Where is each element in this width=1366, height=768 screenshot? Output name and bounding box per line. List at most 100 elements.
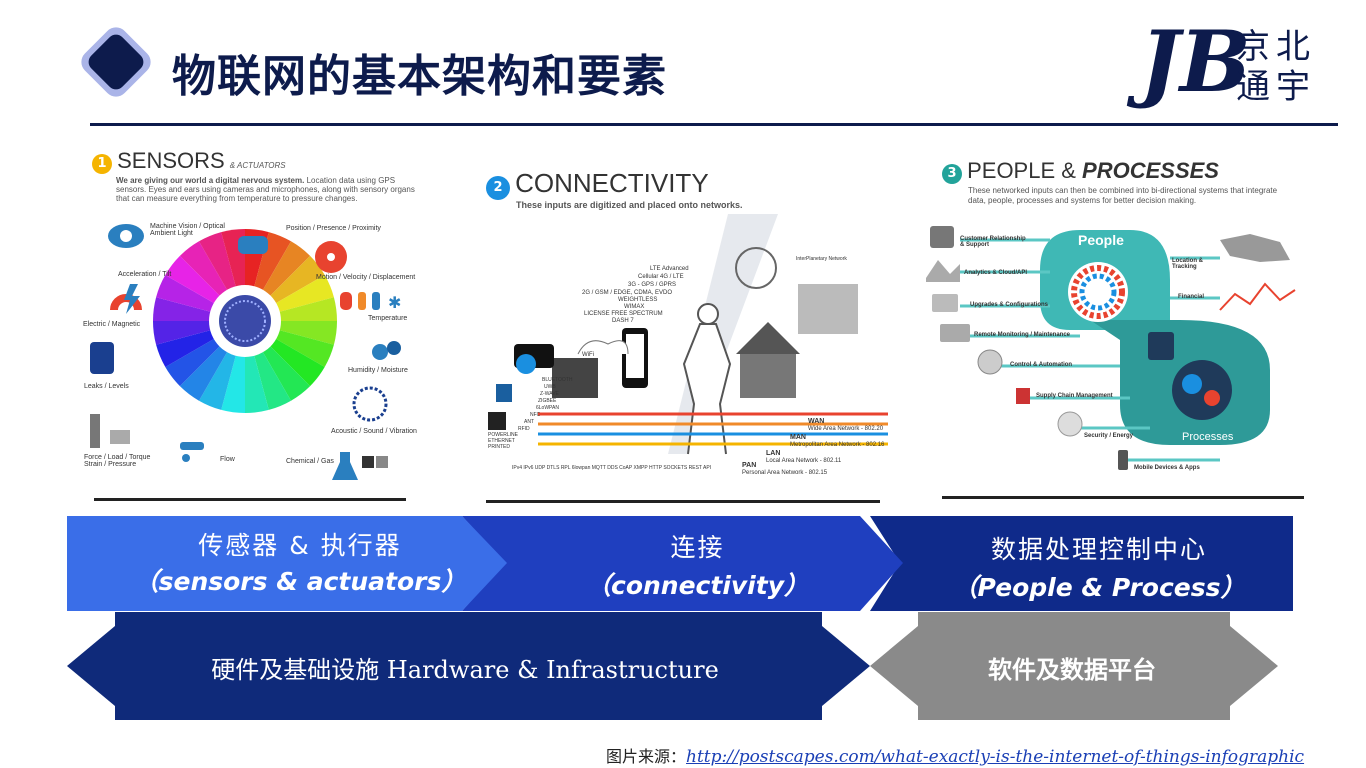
nfc-icon xyxy=(496,384,512,402)
chevron-sensors-cn: 传感器 & 执行器 xyxy=(198,531,402,560)
people-processes-illustration xyxy=(926,226,1296,470)
panel-number-1: 1 xyxy=(92,153,112,174)
label-mobile: Mobile Devices & Apps xyxy=(1134,465,1200,471)
brand-cn-bottom: 通宇 xyxy=(1236,67,1316,107)
people-processes-heading: 3 PEOPLE & PROCESSES xyxy=(942,158,1219,184)
sensors-description-text: Location data using GPS sensors. Eyes an… xyxy=(116,176,415,203)
sensor-core-icon xyxy=(219,295,271,347)
sensors-rule xyxy=(94,498,406,501)
connectivity-title: CONNECTIVITY xyxy=(515,168,709,198)
label-pan: PAN xyxy=(742,462,757,469)
label-upgrades: Upgrades & Configurations xyxy=(970,302,1049,308)
label-security: Security / Energy xyxy=(1084,433,1134,439)
label-position: Position / Presence / Proximity xyxy=(286,225,381,232)
label-man-desc: Metropolitan Area Network - 802.16 xyxy=(790,442,885,448)
brand-logo: JB 京北 通宇 xyxy=(1140,14,1320,110)
label-zwave: Z-WAVE xyxy=(540,391,559,397)
label-analytics: Analytics & Cloud/API xyxy=(964,270,1028,276)
label-acoustic: Acoustic / Sound / Vibration xyxy=(331,428,417,435)
brand-cn-top: 京北 xyxy=(1236,27,1316,67)
crate-icon xyxy=(1016,388,1030,404)
mobile-icon xyxy=(1118,450,1128,470)
tablet-icon xyxy=(1148,332,1174,360)
bluetooth-icon xyxy=(516,354,536,374)
label-3g: 3G - GPS / GPRS xyxy=(628,282,677,288)
eye-icon xyxy=(108,224,144,248)
qr-code-icon xyxy=(488,412,506,430)
label-acceleration: Acceleration / Tilt xyxy=(118,271,172,278)
label-cellular: Cellular 4G / LTE xyxy=(638,274,684,280)
flask-icon xyxy=(332,452,388,480)
sensors-description: We are giving our world a digital nervou… xyxy=(116,176,416,203)
label-man: MAN xyxy=(790,434,806,441)
label-lan: LAN xyxy=(766,450,781,457)
software-platform-label: 软件及数据平台 xyxy=(988,656,1156,684)
financial-chart-icon xyxy=(1219,282,1296,311)
panel-number-3: 3 xyxy=(942,163,962,184)
house-icon xyxy=(736,322,800,354)
fan-icon xyxy=(315,241,347,273)
label-crm: Customer Relationship & Support xyxy=(960,236,1026,248)
panel-number-2: 2 xyxy=(486,175,510,200)
label-supply-chain: Supply Chain Management xyxy=(1036,393,1113,399)
connectivity-rule xyxy=(486,500,880,503)
label-wimax: WIMAX xyxy=(624,304,645,310)
analytics-icon xyxy=(926,260,960,282)
connectivity-description: These inputs are digitized and placed on… xyxy=(516,200,743,210)
loop-label-people: People xyxy=(1078,232,1124,248)
people-title: PEOPLE & xyxy=(967,158,1083,183)
sensors-description-bold: We are giving our world a digital nervou… xyxy=(116,176,305,185)
label-rfid: RFID xyxy=(518,426,530,432)
chevron-connectivity-en: （connectivity） xyxy=(586,571,809,600)
sensor-color-wheel xyxy=(152,228,338,414)
label-chemical: Chemical / Gas xyxy=(286,458,334,465)
sensors-heading: 1 SENSORS & ACTUATORS xyxy=(92,148,286,174)
truck-icon xyxy=(940,324,970,342)
svg-text:✱: ✱ xyxy=(388,293,401,312)
label-remote-monitoring: Remote Monitoring / Maintenance xyxy=(974,332,1071,338)
label-humidity: Humidity / Moisture xyxy=(348,367,408,374)
tank-icon xyxy=(90,342,114,374)
loop-label-processes: Processes xyxy=(1182,431,1234,443)
hardware-infrastructure-label: 硬件及基础设施 Hardware & Infrastructure xyxy=(211,656,719,684)
label-printed: PRINTED xyxy=(488,444,510,450)
label-leaks: Leaks / Levels xyxy=(84,383,129,390)
label-weightless: WEIGHTLESS xyxy=(618,297,658,303)
crm-icon xyxy=(930,226,954,248)
globe-icon xyxy=(735,247,777,289)
label-force: Force / Load / Torque Strain / Pressure xyxy=(84,454,151,468)
brand-letters: JB xyxy=(1140,12,1251,111)
label-motion: Motion / Velocity / Displacement xyxy=(316,274,416,281)
sound-wave-icon xyxy=(352,386,388,422)
connectivity-illustration xyxy=(488,214,888,455)
label-lan-desc: Local Area Network - 802.11 xyxy=(766,458,842,464)
label-flow: Flow xyxy=(220,456,235,463)
label-powerline: POWERLINE ETHERNET xyxy=(488,432,519,444)
hand-icon xyxy=(238,236,268,254)
label-zigbee: ZIGBEE xyxy=(538,398,557,404)
sensors-title-suffix: & ACTUATORS xyxy=(229,161,286,170)
source-link[interactable]: http://postscapes.com/what-exactly-is-th… xyxy=(686,747,1305,767)
diamond-logo-icon xyxy=(81,27,151,97)
chevron-sensors[interactable]: 传感器 & 执行器 （sensors & actuators） xyxy=(67,516,533,611)
lock-icon xyxy=(1057,411,1083,437)
people-processes-panel: 3 PEOPLE & PROCESSES These networked inp… xyxy=(920,140,1310,510)
droplets-icon xyxy=(372,341,401,360)
sensors-panel: 1 SENSORS & ACTUATORS We are giving our … xyxy=(80,140,420,510)
faucet-icon xyxy=(180,442,204,462)
processes-title: PROCESSES xyxy=(1082,158,1219,183)
label-interplanetary: InterPlanetary Network xyxy=(796,256,847,262)
connectivity-heading: 2 CONNECTIVITY xyxy=(486,168,709,200)
gauge-icon xyxy=(977,349,1003,375)
chevron-people-process[interactable]: 数据处理控制中心 （People & Process） xyxy=(905,516,1293,611)
label-wan-desc: Wide Area Network - 802.20 xyxy=(808,426,884,432)
laptop-icon xyxy=(932,294,958,312)
server-icon xyxy=(552,358,598,398)
label-location: Location & Tracking xyxy=(1172,258,1203,270)
label-lte-advanced: LTE Advanced xyxy=(650,266,689,272)
sensors-title: SENSORS xyxy=(117,148,225,173)
page-title: 物联网的基本架构和要素 xyxy=(172,51,667,102)
label-temperature: Temperature xyxy=(368,315,408,322)
chevron-connectivity[interactable]: 连接 （connectivity） xyxy=(500,516,895,611)
thermometer-icon: ✱ xyxy=(340,292,401,312)
